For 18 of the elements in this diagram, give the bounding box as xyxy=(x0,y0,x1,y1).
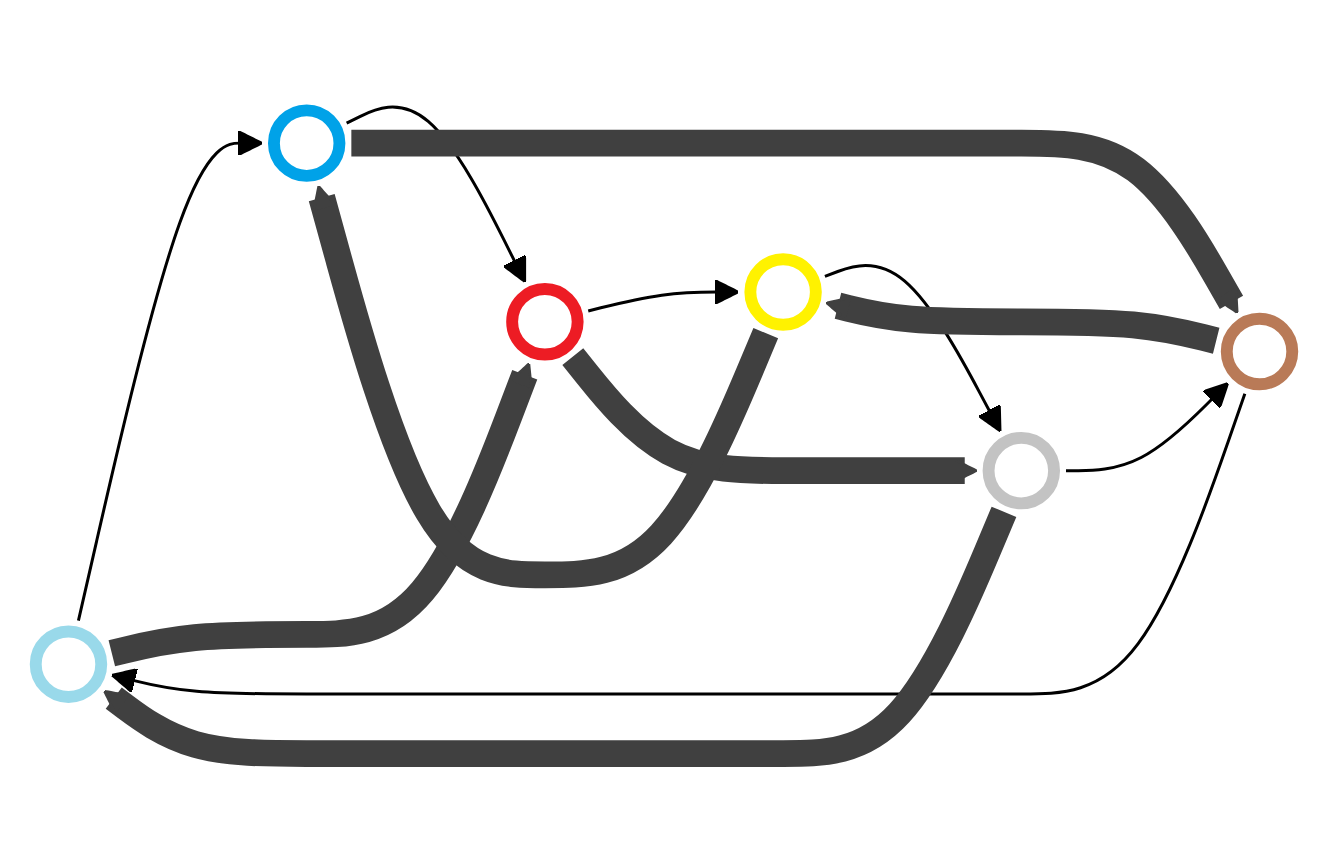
circle-node xyxy=(744,253,822,331)
arrow xyxy=(1065,381,1230,473)
arrow xyxy=(345,105,527,284)
circle-node xyxy=(268,104,346,182)
arrow xyxy=(350,129,1244,314)
arrow xyxy=(825,292,1220,354)
arrow xyxy=(587,278,740,313)
arrow xyxy=(562,348,978,485)
arrow xyxy=(103,506,1017,767)
circle-node xyxy=(1220,312,1299,391)
circle-node xyxy=(982,431,1060,510)
arrow xyxy=(824,264,1002,433)
arrow xyxy=(108,362,538,667)
arrow xyxy=(77,130,264,621)
circle-node xyxy=(29,625,108,703)
circle-node xyxy=(506,283,584,361)
arrow xyxy=(308,185,779,589)
arrow xyxy=(110,393,1247,696)
